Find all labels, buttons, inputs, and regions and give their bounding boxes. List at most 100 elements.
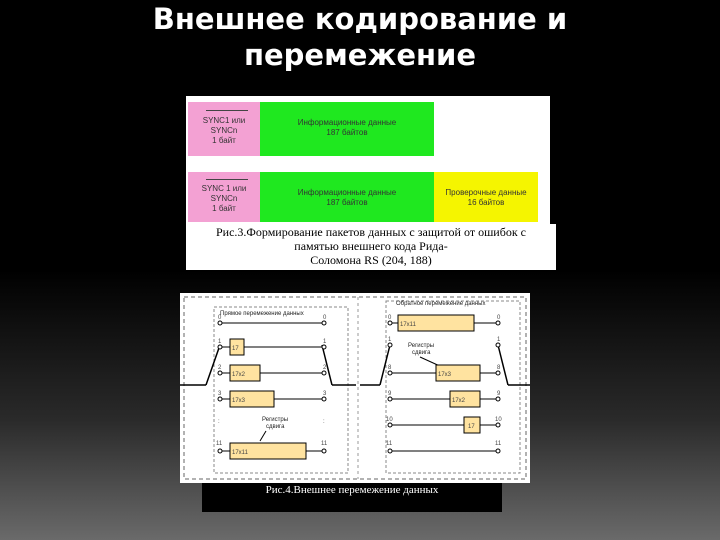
row2-check-text: Проверочные данные 16 байтов: [434, 188, 538, 208]
right-row-0-out: 0: [497, 315, 501, 321]
right-row-9-num: 9: [388, 391, 392, 397]
row1-sync-line2: SYNCn: [210, 126, 238, 135]
row1-sync-line1: SYNC1 или: [202, 116, 246, 125]
row2-sync-line2: SYNCn: [210, 194, 238, 203]
row1-sync-block: [188, 102, 260, 156]
row2-sync-line1: SYNC 1 или: [201, 184, 247, 193]
right-row-0-register: [397, 314, 475, 332]
right-output-arm: [497, 344, 509, 386]
right-row-10: 10 17 10: [386, 416, 502, 434]
right-row-11-node: [387, 448, 393, 454]
row2-check-line1: Проверочные данные: [445, 188, 527, 197]
right-row-1: 1 1: [387, 337, 501, 348]
row1-sync-line3: 1 байт: [212, 136, 236, 145]
right-switch-arm: [379, 344, 391, 386]
left-row-3-node: [217, 396, 223, 402]
right-row-10-box: 17: [468, 424, 475, 430]
left-row-11-node: [217, 448, 223, 454]
left-register-label-line2: сдвига: [266, 424, 285, 430]
row2-check-line2: 16 байтов: [467, 198, 505, 207]
left-row-3: 3 17x3 3: [217, 390, 327, 408]
left-row-2-out: 2: [323, 365, 327, 371]
left-row-1-node: [217, 344, 223, 350]
right-row-10-out-node: [495, 422, 501, 428]
right-register-label-line1: Регистры: [408, 343, 434, 349]
row1-sync-text: SYNC1 или SYNCn 1 байт: [188, 116, 260, 146]
interleaving-diagram: Прямое перемежение данных Обратное перем…: [180, 296, 530, 480]
right-row-0-box: 17x11: [400, 322, 417, 328]
right-row-8-out: 8: [497, 365, 501, 371]
right-row-0-node: [387, 320, 393, 326]
left-row-3-register: [229, 390, 275, 408]
outer-dashed-frame: [183, 296, 527, 480]
left-row-3-out: 3: [323, 391, 327, 397]
figure4-caption: Рис.4.Внешнее перемежение данных: [202, 483, 502, 512]
left-row-11-num: 11: [216, 441, 223, 447]
left-row-2-box: 17x2: [232, 372, 246, 378]
row2-info-block: [260, 172, 434, 222]
right-row-0-out-node: [495, 320, 501, 326]
left-row-0-num: 0: [218, 315, 222, 321]
row2-info-line1: Информационные данные: [297, 188, 397, 197]
right-row-11-out-node: [495, 448, 501, 454]
right-row-9-out: 9: [497, 391, 501, 397]
right-row-0: 0 17x11 0: [387, 314, 501, 332]
right-row-0-num: 0: [388, 315, 392, 321]
row2-check-block: [434, 172, 538, 222]
left-ellipsis-2: :: [323, 419, 325, 425]
left-row-1-num: 1: [218, 339, 222, 345]
right-row-10-register: [463, 416, 481, 434]
right-row-1-out: 1: [497, 337, 501, 343]
right-row-10-out: 10: [495, 417, 502, 423]
right-row-1-node: [387, 342, 393, 348]
right-row-9-register: [449, 390, 481, 408]
left-row-1-register: [229, 338, 245, 356]
row1-info-line2: 187 байтов: [326, 128, 368, 137]
left-row-3-box: 17x3: [232, 398, 246, 404]
right-row-9: 9 17x2 9: [387, 390, 501, 408]
left-row-11: 11 17x11 11: [216, 441, 328, 460]
left-row-11-box: 17x11: [232, 450, 249, 456]
left-row-2: 2 17x2 2: [217, 364, 327, 382]
right-row-8-box: 17x3: [438, 372, 452, 378]
row2-info-line2: 187 байтов: [326, 198, 368, 207]
figure3-caption-line3: Соломона RS (204, 188): [310, 253, 432, 267]
left-dashed-frame: [213, 306, 349, 474]
left-row-0-out: 0: [323, 315, 327, 321]
figure3-caption-line1: Рис.3.Формирование пакетов данных с защи…: [215, 225, 526, 239]
left-register-pointer: [259, 430, 267, 442]
left-row-2-out-node: [321, 370, 327, 376]
right-row-9-node: [387, 396, 393, 402]
figure3-caption: Рис.3.Формирование пакетов данных с защи…: [186, 224, 556, 270]
left-row-0-out-node: [321, 320, 327, 326]
right-row-11-out: 11: [495, 441, 502, 447]
row2-sync-line3: 1 байт: [212, 204, 236, 213]
right-dashed-frame: [385, 300, 521, 474]
right-row-8-out-node: [495, 370, 501, 376]
row2-sync-text: SYNC 1 или SYNCn 1 байт: [188, 184, 260, 214]
left-row-2-node: [217, 370, 223, 376]
left-row-11-register: [229, 442, 307, 460]
figure3-caption-line2: памятью внешнего кода Рида-: [294, 239, 448, 253]
left-row-1: 1 17 1: [217, 338, 327, 356]
row1-sync-rule: [206, 110, 248, 111]
left-row-1-out: 1: [323, 339, 327, 345]
right-row-8-num: 8: [388, 365, 392, 371]
row2-sync-rule: [206, 179, 248, 180]
left-row-0-node: [217, 320, 223, 326]
left-switch-arm: [205, 344, 221, 386]
packet-structure-figure: SYNC1 или SYNCn 1 байт Информационные да…: [186, 96, 550, 226]
row2-sync-block: [188, 172, 260, 222]
left-row-2-num: 2: [218, 365, 222, 371]
left-row-11-out: 11: [321, 441, 328, 447]
right-header: Обратное перемежение данных: [396, 301, 486, 307]
right-row-1-num: 1: [388, 337, 392, 343]
left-row-3-out-node: [321, 396, 327, 402]
left-output-arm: [321, 344, 333, 386]
right-row-10-node: [387, 422, 393, 428]
left-register-label-line1: Регистры: [262, 417, 288, 423]
right-row-8: 8 17x3 8: [387, 364, 501, 382]
right-register-label-line2: сдвига: [412, 350, 431, 356]
right-row-8-node: [387, 370, 393, 376]
right-row-10-num: 10: [386, 417, 393, 423]
